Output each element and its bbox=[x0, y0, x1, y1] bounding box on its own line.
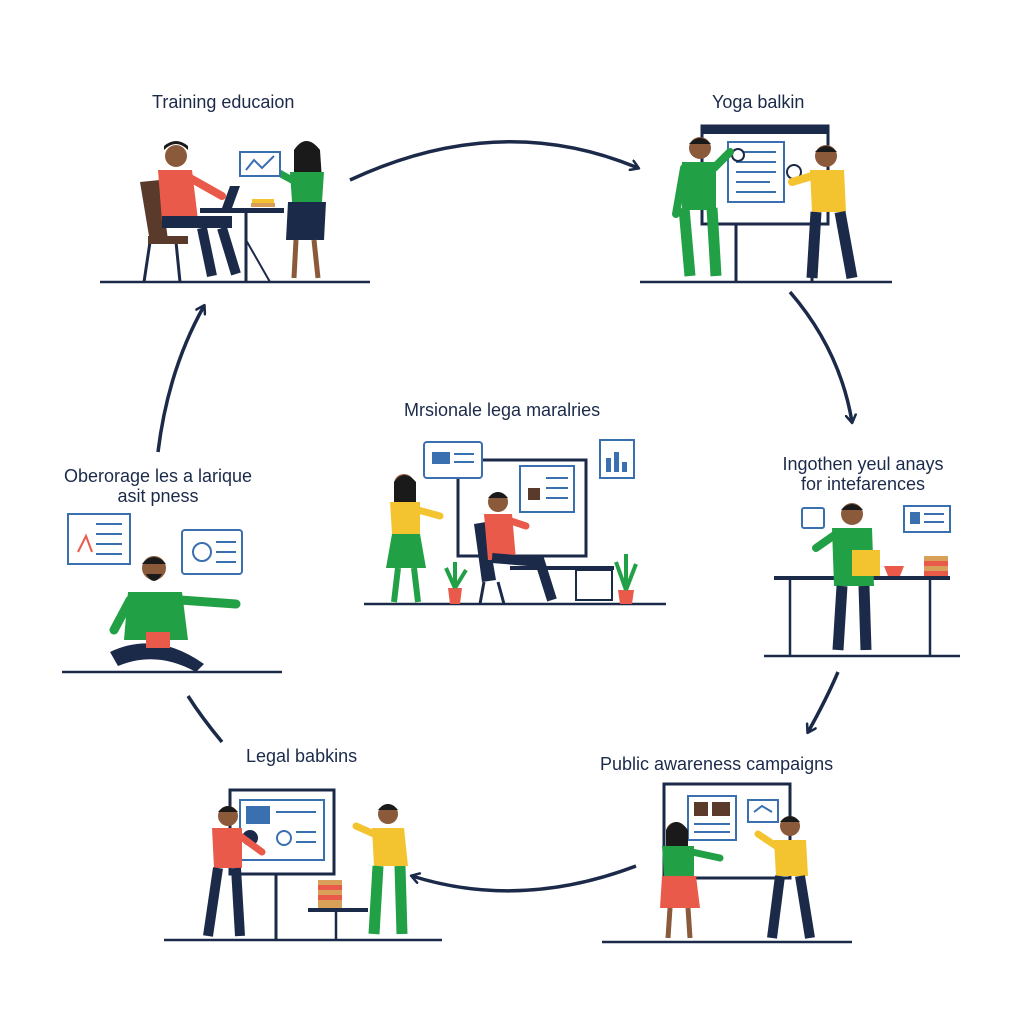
stage-label-yoga-balkin: Yoga balkin bbox=[712, 92, 805, 112]
stage-label-legal-babkins: Legal babkins bbox=[246, 746, 358, 766]
scene-legal-babkins bbox=[164, 788, 442, 942]
arrow-bottom bbox=[412, 864, 637, 893]
scene-right bbox=[764, 503, 960, 658]
scene-yoga-balkin bbox=[640, 124, 892, 284]
arrow-right-down bbox=[808, 671, 840, 732]
arrow-top bbox=[349, 139, 638, 182]
stage-label-right: Ingothen yeul anays for intefarences bbox=[768, 454, 958, 494]
stage-label-right-line1: Ingothen yeul anays bbox=[782, 454, 944, 474]
stage-label-right-line2: for intefarences bbox=[800, 474, 926, 494]
scene-left bbox=[62, 513, 282, 674]
scene-center bbox=[364, 439, 666, 606]
stage-label-public-awareness: Public awareness campaigns bbox=[600, 754, 834, 774]
arrow-top-right-down bbox=[788, 290, 852, 422]
scene-training-education bbox=[100, 141, 370, 284]
stage-label-left-line1: Oberorage les a larique bbox=[63, 466, 253, 486]
scene-public-awareness bbox=[602, 782, 852, 944]
stage-label-center: Mrsionale lega maralries bbox=[404, 400, 601, 420]
arrow-left-up bbox=[156, 306, 204, 453]
arrow-bottom-left bbox=[186, 695, 224, 744]
stage-label-training-education: Training educaion bbox=[152, 92, 295, 112]
stage-label-left: Oberorage les a larique asit pness bbox=[48, 466, 268, 506]
stage-label-left-line2: asit pness bbox=[117, 486, 199, 506]
